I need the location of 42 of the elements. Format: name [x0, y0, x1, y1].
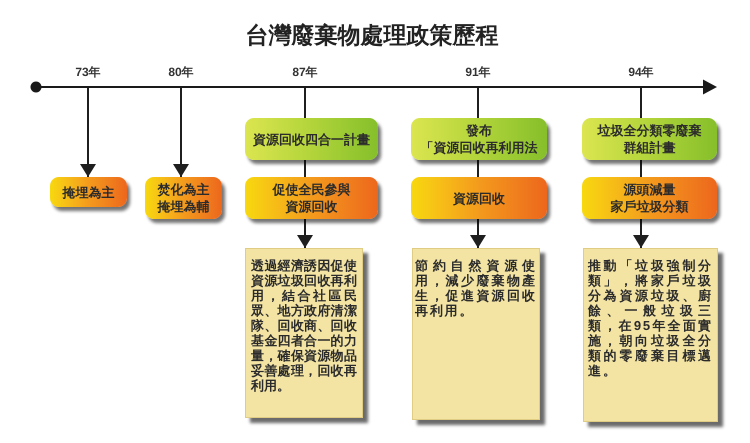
policy-label: 促使全民參與資源回收 — [271, 181, 352, 215]
plan-box — [582, 118, 717, 160]
policy-box — [50, 177, 127, 207]
year-label: 73年 — [75, 64, 101, 80]
plan-label: 資源回收四合一計畫 — [253, 130, 370, 148]
connector-line — [477, 160, 479, 177]
policy-label: 焚化為主 — [158, 181, 210, 198]
connector-line — [640, 160, 642, 177]
note-text: 節約自然資源使用，減少廢棄物產生，促進資源回收再利用。 — [415, 258, 537, 318]
plan-label: 垃圾全分類零廢棄群組計畫 — [596, 122, 702, 156]
plan-label: 「資源回收再利用法 — [420, 139, 538, 156]
note-text: 推動「垃圾強制分類」，將家戶垃圾分為資源垃圾、廚餘、一般垃圾三類，在95年全面實施，朝向垃圾全分類的零廢棄目標邁進。 — [588, 258, 713, 378]
note-card — [245, 248, 363, 418]
year-label: 80年 — [168, 64, 194, 80]
diagram-title: 台灣廢棄物處理政策歷程 — [244, 21, 500, 50]
note-text: 透過經濟誘因促使資源垃圾回收再利用，結合社區民眾、地方政府清潔隊、回收商、回收基金四者合一的力量，確保資源物品妥善處理，回收再利用。 — [251, 258, 357, 393]
policy-label: 掩埋為輔 — [158, 198, 210, 215]
arrow — [634, 219, 648, 248]
policy-label: 家戶垃圾分類 — [610, 198, 688, 215]
connector-line — [640, 88, 642, 118]
arrow — [174, 88, 188, 177]
policy-label: 資源回收 — [453, 190, 505, 206]
plan-box — [411, 118, 547, 160]
plan-label: 發布 — [466, 122, 492, 139]
arrow — [298, 219, 312, 248]
year-label: 94年 — [628, 64, 654, 80]
plan-box — [245, 118, 378, 160]
connector-line — [477, 88, 479, 118]
note-card — [583, 248, 718, 422]
arrow — [472, 219, 484, 248]
connector-line — [304, 160, 306, 177]
policy-box — [245, 177, 378, 219]
note-card — [412, 248, 540, 420]
policy-box — [582, 177, 717, 219]
policy-label: 掩埋為主 — [62, 184, 114, 200]
year-label: 87年 — [292, 64, 318, 80]
policy-label: 源頭減量 — [624, 181, 676, 198]
policy-box — [411, 177, 547, 219]
connector-line — [304, 88, 306, 118]
year-label: 91年 — [465, 64, 491, 80]
arrow — [82, 88, 94, 177]
policy-box — [145, 177, 222, 219]
